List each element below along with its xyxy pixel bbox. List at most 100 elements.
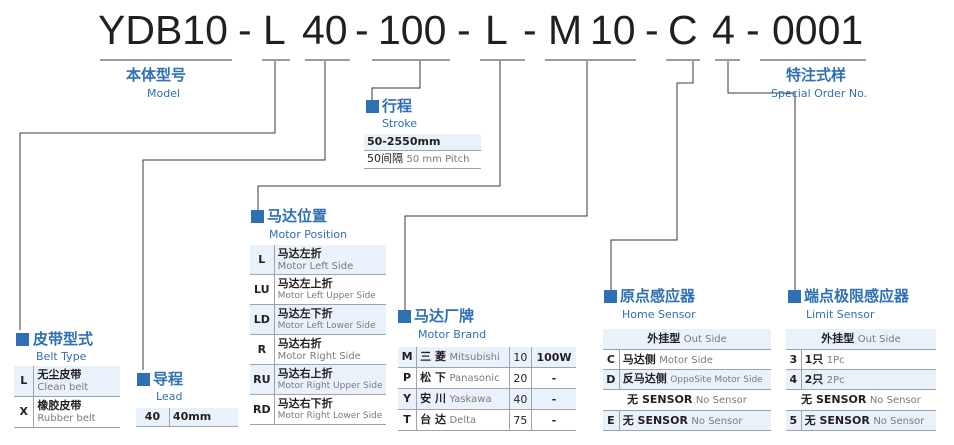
motor-position-square-icon [251, 210, 264, 223]
stroke-square-icon [366, 100, 379, 113]
limit-sensor-code: 5 [786, 410, 802, 431]
model-label-cn: 本体型号 [126, 66, 187, 84]
home-sensor-label-en: Home Sensor [622, 308, 696, 321]
motor-brand-power: - [531, 409, 576, 431]
motor-position-en: Motor Right Upper Side [277, 380, 383, 391]
motor-brand-power: - [531, 367, 576, 389]
belt-type-label-en: Belt Type [36, 350, 87, 363]
motor-brand-table: M 三 菱 Mitsubishi 10 100W P 松 下 Panasonic… [398, 347, 576, 431]
stroke-range: 50-2550mm [364, 134, 481, 151]
stroke-pitch: 50间隔 50 mm Pitch [364, 150, 481, 169]
motor-brand-en: Mitsubishi [449, 352, 500, 363]
code-separator-3: - [457, 7, 471, 53]
motor-brand-en: Panasonic [449, 373, 500, 384]
home-sensor-cn: 无 SENSOR [622, 413, 688, 427]
home-sensor-en: Motor Side [659, 354, 713, 366]
motor-brand-en: Delta [449, 415, 477, 426]
belt-type-label-cn: 皮带型式 [33, 330, 94, 348]
special-order-label-en: Special Order No. [771, 87, 868, 100]
code-separator-2: - [355, 7, 369, 53]
limit-sensor-table: 外挂型 Out Side 3 1只 1Pc 4 2只 2Pc 无 SENSOR … [786, 329, 936, 431]
stroke-label-en: Stroke [382, 117, 418, 130]
table-row: 5 无 SENSOR No Sensor [786, 410, 936, 431]
table-row: 外挂型 Out Side [603, 329, 771, 350]
home-sensor-cn: 马达侧 [622, 352, 656, 366]
lead-code: 40 [136, 408, 170, 427]
motor-brand-name: 三 菱 Mitsubishi [416, 347, 510, 368]
home-sensor-desc: 反马达侧 OppoSite Motor Side [619, 369, 771, 390]
limit-sensor-header-en: Out Side [857, 334, 901, 345]
motor-position-cn: 马达右下折 [277, 396, 333, 410]
lead-square-icon [137, 373, 150, 386]
limit-sensor-code: 3 [786, 349, 802, 370]
home-sensor-cn: 反马达侧 [622, 372, 667, 385]
lead-label-cn: 导程 [153, 370, 184, 388]
motor-brand-power: - [531, 388, 576, 410]
code-motor-brand: M [548, 7, 583, 53]
limit-sensor-no-sensor-cn: 无 SENSOR [801, 393, 867, 406]
table-row: 4 2只 2Pc [786, 369, 936, 390]
belt-en: Rubber belt [37, 413, 96, 424]
limit-sensor-no-sensor: 无 SENSOR No Sensor [786, 389, 936, 411]
limit-sensor-label-en: Limit Sensor [806, 308, 875, 321]
motor-brand-cn: 三 菱 [420, 350, 446, 363]
motor-position-label-cn: 马达位置 [267, 207, 328, 225]
home-sensor-no-sensor: 无 SENSOR No Sensor [603, 389, 771, 411]
belt-cn: 橡胶皮带 [37, 399, 82, 412]
motor-position-code: L [250, 245, 275, 275]
motor-brand-num: 10 [509, 347, 533, 368]
code-separator-5: - [645, 7, 659, 53]
limit-sensor-code: 4 [786, 369, 802, 390]
table-row: C 马达侧 Motor Side [603, 349, 771, 370]
home-sensor-table: 外挂型 Out Side C 马达侧 Motor Side D 反马达侧 Opp… [603, 329, 771, 431]
motor-brand-name: 台 达 Delta [416, 409, 510, 431]
motor-brand-code: Y [398, 388, 418, 410]
stroke-pitch-cn: 50间隔 [367, 152, 403, 165]
limit-sensor-cn: 2只 [804, 372, 824, 386]
lead-label-en: Lead [156, 390, 183, 403]
home-sensor-header-en: Out Side [683, 334, 727, 345]
stroke-label-cn: 行程 [382, 97, 413, 115]
motor-position-code: RU [250, 364, 275, 395]
motor-brand-label-en: Motor Brand [418, 328, 487, 341]
motor-brand-power: 100W [531, 347, 576, 368]
code-limit-sensor: 4 [712, 7, 735, 53]
table-row: T 台 达 Delta 75 - [398, 409, 576, 431]
motor-position-code: LD [250, 304, 275, 335]
home-sensor-no-sensor-en: No Sensor [695, 395, 747, 406]
home-sensor-label-cn: 原点感应器 [620, 287, 696, 305]
code-stroke: 100 [378, 7, 447, 53]
motor-position-cn: 马达右上折 [277, 366, 333, 380]
home-sensor-desc: 马达侧 Motor Side [619, 349, 771, 370]
motor-brand-cn: 安 川 [420, 392, 446, 405]
motor-position-code: R [250, 334, 275, 365]
motor-brand-num: 75 [509, 409, 533, 431]
table-row: D 反马达侧 OppoSite Motor Side [603, 369, 771, 390]
motor-brand-num: 20 [509, 367, 533, 389]
motor-position-en: Motor Left Lower Side [277, 320, 376, 331]
home-sensor-desc: 无 SENSOR No Sensor [619, 410, 771, 431]
belt-code: X [14, 396, 35, 428]
stroke-table: 50-2550mm 50间隔 50 mm Pitch [364, 134, 481, 169]
home-sensor-code: D [603, 369, 620, 390]
limit-sensor-desc: 2只 2Pc [801, 369, 936, 390]
home-sensor-en: No Sensor [691, 415, 743, 427]
lead-table: 40 40mm [136, 408, 238, 427]
motor-brand-code: P [398, 367, 418, 389]
belt-code: L [14, 366, 35, 397]
lead-value: 40mm [169, 408, 238, 427]
motor-position-code: RD [250, 394, 275, 425]
motor-brand-code: T [398, 409, 418, 431]
code-motor-position: L [485, 7, 508, 53]
limit-sensor-header-cn: 外挂型 [821, 332, 855, 345]
home-sensor-header-cn: 外挂型 [647, 332, 681, 345]
limit-sensor-desc: 无 SENSOR No Sensor [801, 410, 936, 431]
motor-brand-en: Yaskawa [449, 394, 492, 405]
